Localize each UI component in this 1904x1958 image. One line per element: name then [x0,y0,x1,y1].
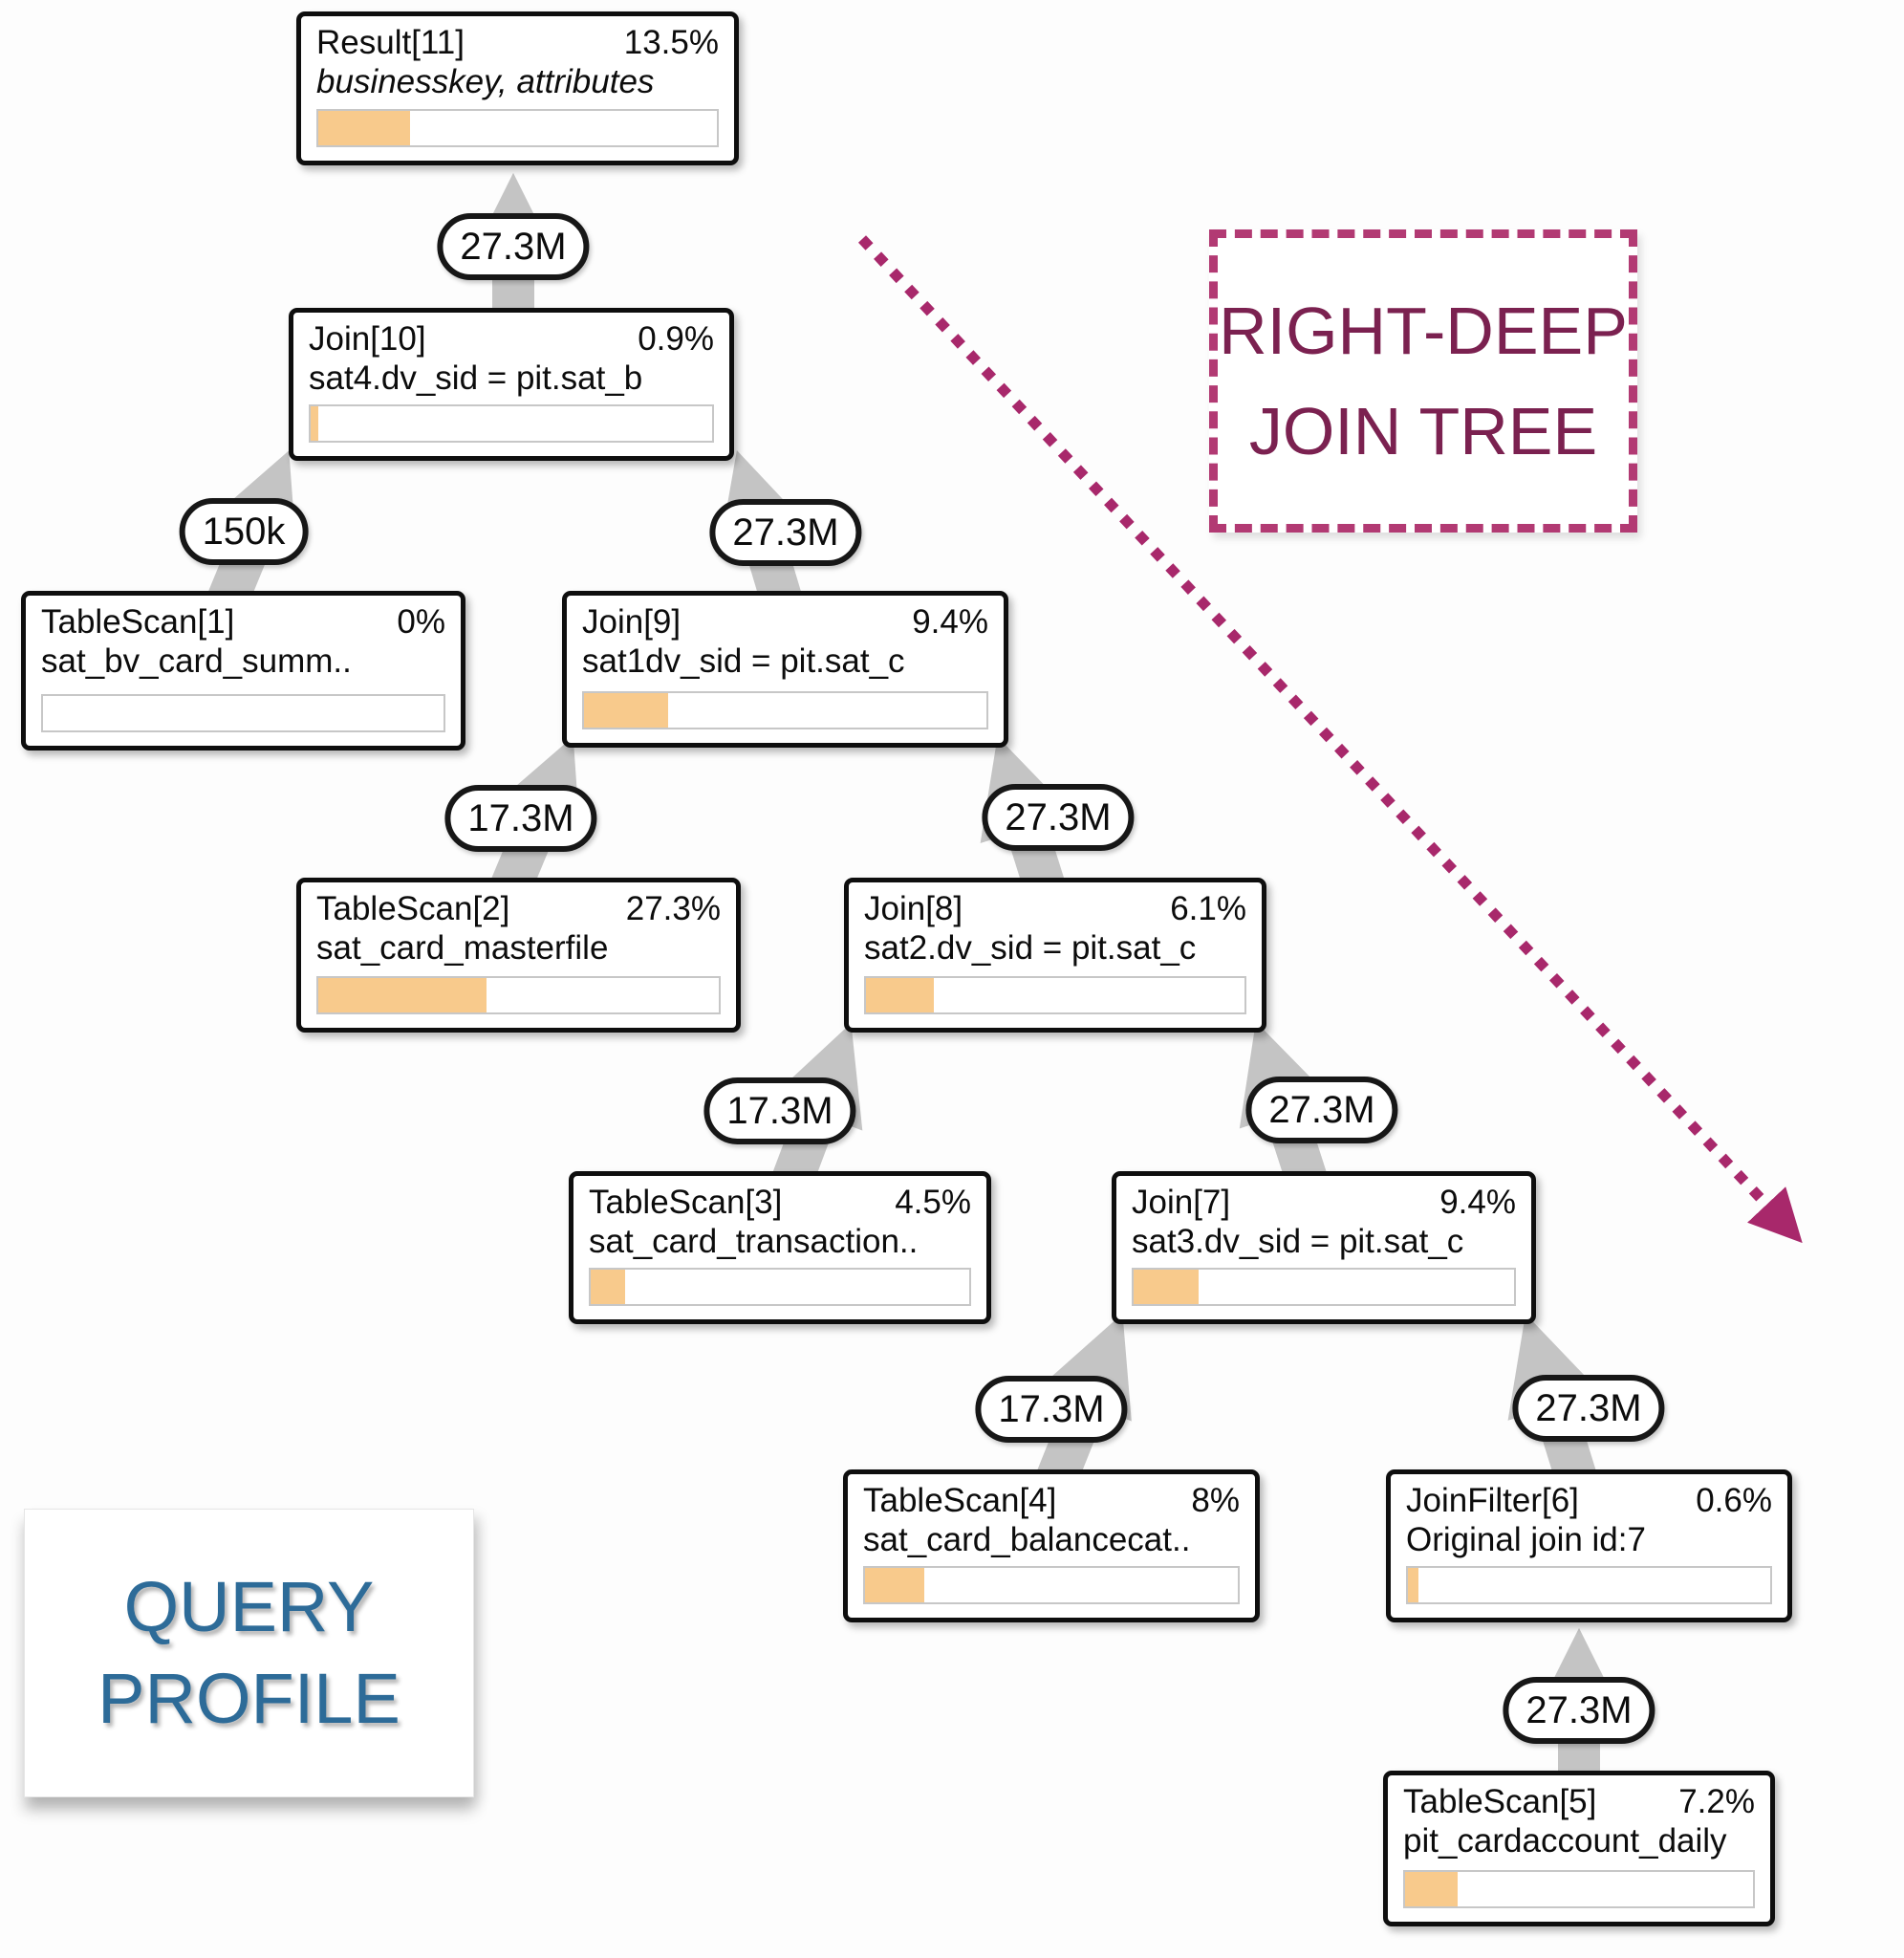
node-subtitle: businesskey, attributes [316,63,655,100]
row-count-badge: 27.3M [709,499,862,566]
node-progress-fill [584,693,669,728]
row-count-badge: 27.3M [982,784,1135,851]
node-percent: 0% [397,603,445,641]
row-count-badge: 27.3M [1245,1077,1398,1143]
node-subtitle: sat1dv_sid = pit.sat_c [582,642,905,680]
plan-node-join9[interactable]: Join[9] 9.4% sat1dv_sid = pit.sat_c [562,591,1008,748]
plan-node-join8[interactable]: Join[8] 6.1% sat2.dv_sid = pit.sat_c [844,878,1266,1033]
node-subtitle: sat3.dv_sid = pit.sat_c [1132,1223,1464,1260]
plan-node-result11[interactable]: Result[11] 13.5% businesskey, attributes [296,11,739,165]
node-progress-fill [865,1568,925,1602]
node-title: Join[7] [1132,1184,1231,1221]
node-title: TableScan[4] [863,1482,1057,1519]
callout-line: QUERY [123,1566,375,1646]
node-percent: 6.1% [1170,890,1246,927]
node-subtitle: pit_cardaccount_daily [1403,1822,1727,1860]
node-percent: 7.2% [1678,1783,1755,1820]
node-progress-fill [866,978,935,1012]
node-subtitle: sat_card_transaction.. [589,1223,919,1260]
node-title: Result[11] [316,24,465,61]
plan-node-tablescan4[interactable]: TableScan[4] 8% sat_card_balancecat.. [843,1469,1260,1622]
node-progress-fill [311,406,319,441]
node-title: Join[10] [309,320,426,358]
row-count-badge: 17.3M [444,785,597,852]
node-percent: 8% [1191,1482,1240,1519]
node-progress-fill [1408,1568,1419,1602]
node-progressbar [316,109,719,147]
row-count-badge: 17.3M [703,1077,856,1144]
node-progress-fill [318,111,410,145]
right-deep-direction-arrow [857,235,1803,1244]
node-title: TableScan[3] [589,1184,783,1221]
node-progress-fill [1134,1270,1199,1304]
node-subtitle: sat2.dv_sid = pit.sat_c [864,929,1197,967]
node-title: TableScan[2] [316,890,510,927]
plan-node-tablescan5[interactable]: TableScan[5] 7.2% pit_cardaccount_daily [1383,1771,1775,1926]
node-percent: 9.4% [1439,1184,1516,1221]
node-title: JoinFilter[6] [1406,1482,1579,1519]
node-title: Join[9] [582,603,682,641]
node-progressbar [309,404,714,443]
node-progress-fill [591,1270,625,1304]
node-percent: 4.5% [895,1184,971,1221]
node-progressbar [582,691,988,729]
node-title: TableScan[1] [41,603,235,641]
callout-line: RIGHT-DEEP [1219,293,1628,368]
node-percent: 9.4% [912,603,988,641]
node-progress-fill [1405,1872,1458,1906]
node-subtitle: sat4.dv_sid = pit.sat_b [309,359,643,397]
node-title: TableScan[5] [1403,1783,1597,1820]
node-progressbar [1132,1268,1516,1306]
plan-node-joinfilter6[interactable]: JoinFilter[6] 0.6% Original join id:7 [1386,1469,1792,1622]
node-percent: 13.5% [623,24,719,61]
node-subtitle: sat_card_masterfile [316,929,609,967]
node-percent: 0.6% [1696,1482,1772,1519]
node-percent: 0.9% [638,320,714,358]
node-subtitle: Original join id:7 [1406,1521,1646,1558]
query-profile-callout: QUERY PROFILE [24,1509,474,1797]
node-subtitle: sat_card_balancecat.. [863,1521,1191,1558]
node-subtitle: sat_bv_card_summ.. [41,642,352,680]
plan-node-tablescan1[interactable]: TableScan[1] 0% sat_bv_card_summ.. [21,591,465,751]
row-count-badge: 27.3M [1512,1375,1665,1442]
row-count-badge: 17.3M [975,1376,1128,1443]
node-progressbar [863,1566,1240,1604]
node-progress-fill [318,978,487,1012]
row-count-badge: 150k [179,498,309,565]
plan-node-join7[interactable]: Join[7] 9.4% sat3.dv_sid = pit.sat_c [1112,1171,1536,1324]
node-progressbar [864,976,1246,1014]
right-deep-join-tree-callout: RIGHT-DEEP JOIN TREE [1209,229,1637,533]
node-progressbar [1403,1870,1755,1908]
plan-node-tablescan3[interactable]: TableScan[3] 4.5% sat_card_transaction.. [569,1171,991,1324]
node-progressbar [1406,1566,1772,1604]
node-progressbar [589,1268,971,1306]
callout-line: JOIN TREE [1248,393,1598,468]
plan-node-tablescan2[interactable]: TableScan[2] 27.3% sat_card_masterfile [296,878,741,1033]
row-count-badge: 27.3M [1503,1677,1655,1744]
node-title: Join[8] [864,890,963,927]
plan-node-join10[interactable]: Join[10] 0.9% sat4.dv_sid = pit.sat_b [289,308,734,461]
node-progressbar [41,694,445,732]
row-count-badge: 27.3M [437,213,590,280]
node-percent: 27.3% [625,890,721,927]
node-progressbar [316,976,721,1014]
callout-line: PROFILE [97,1659,400,1738]
